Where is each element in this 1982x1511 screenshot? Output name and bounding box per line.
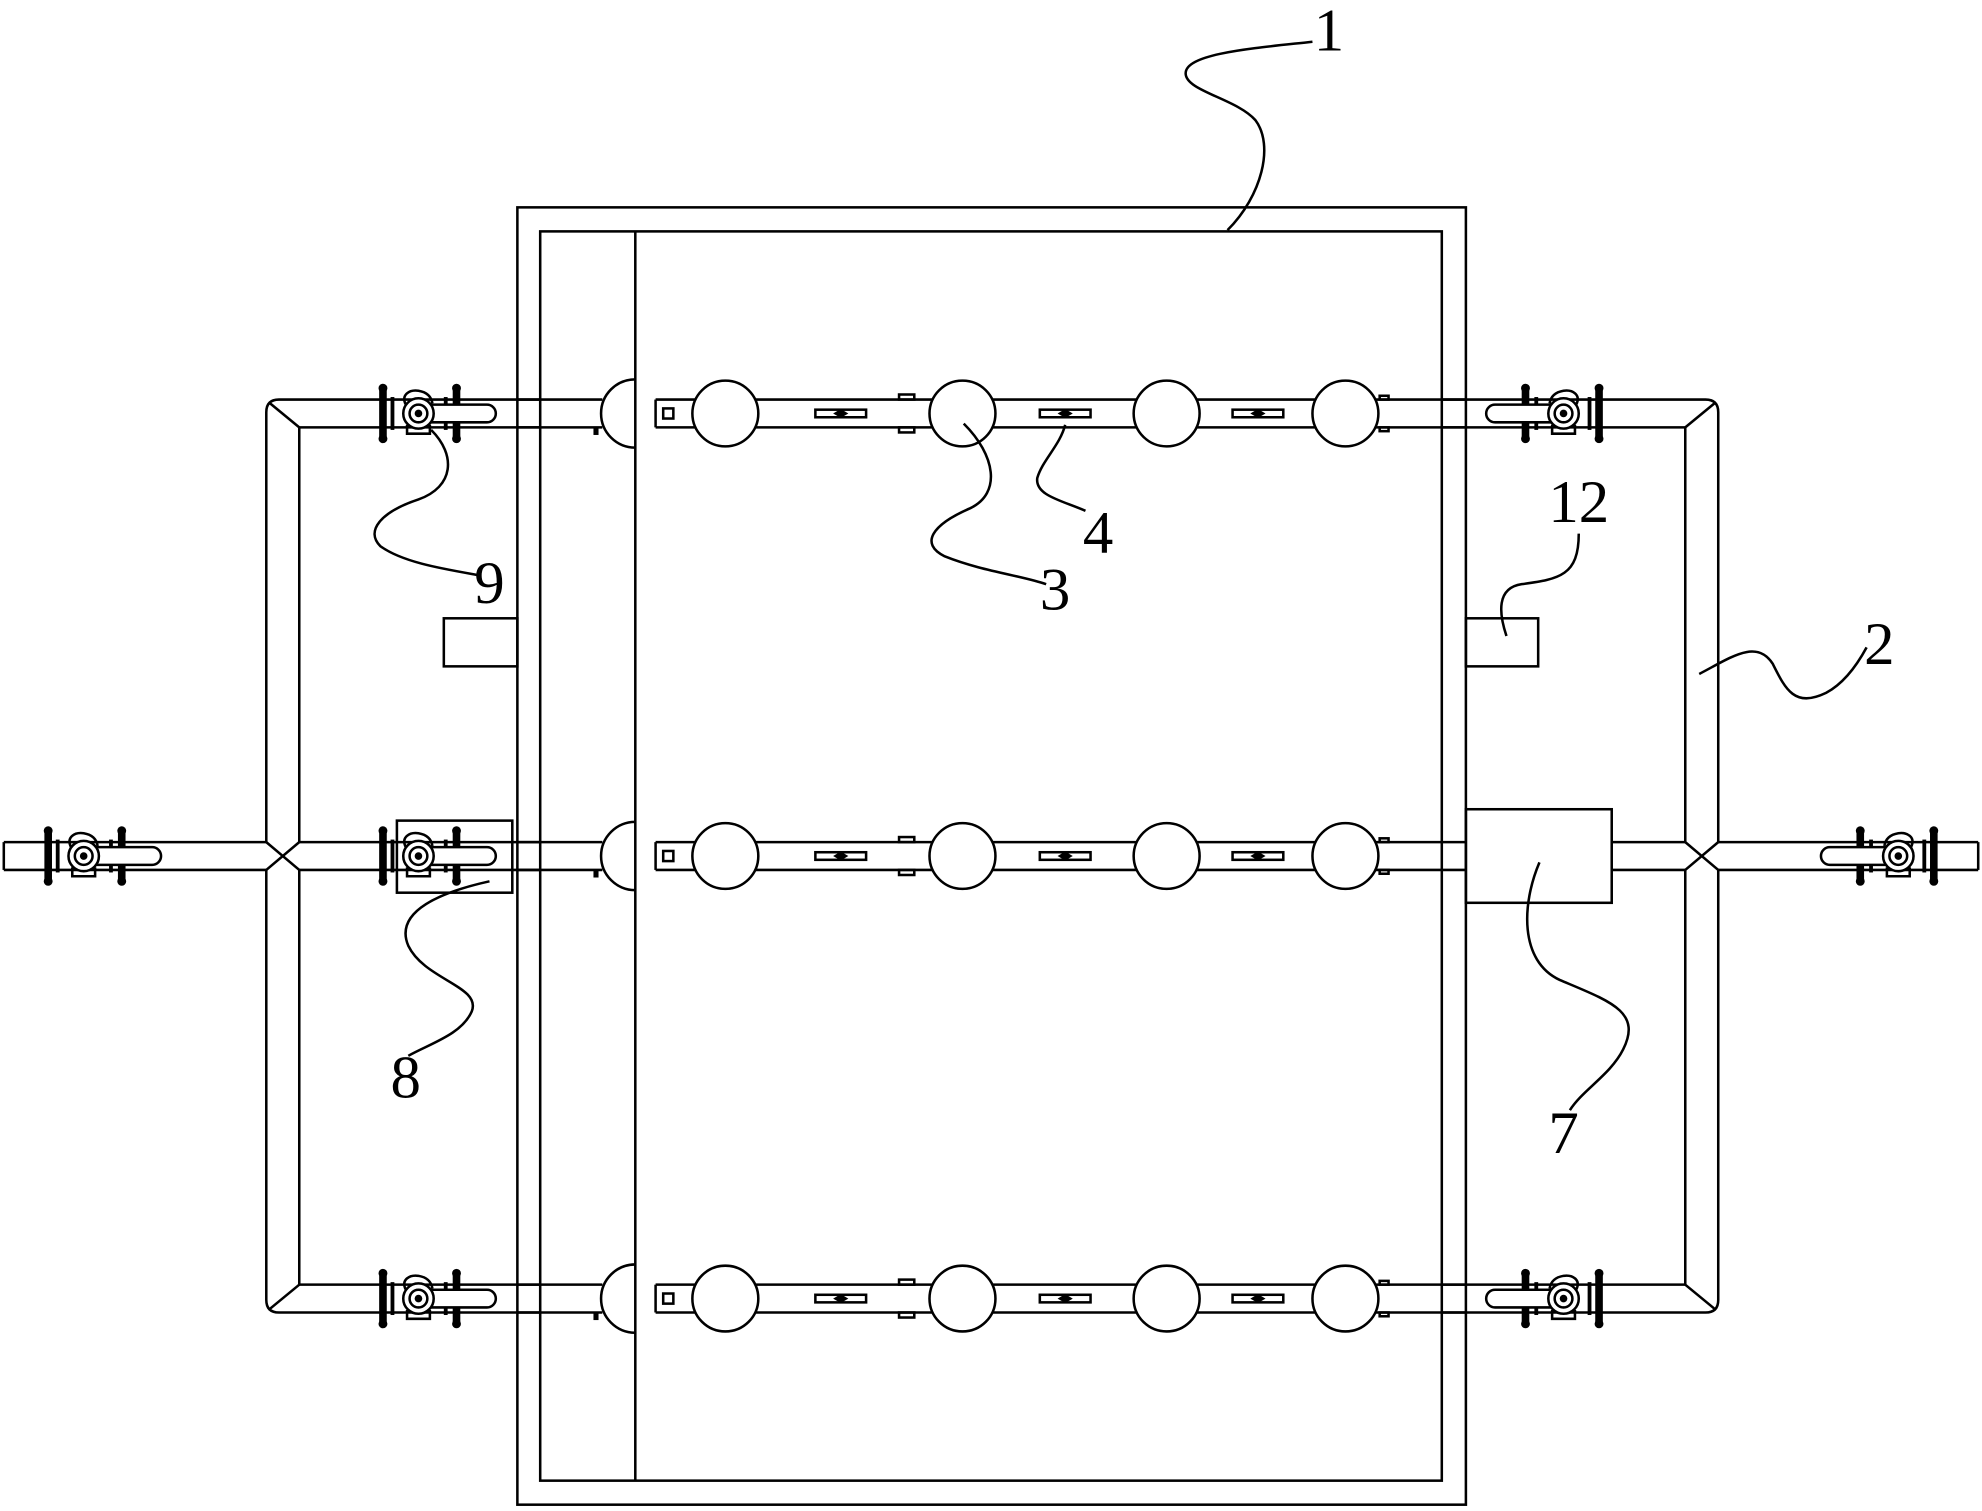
tee-cross	[1684, 841, 1720, 871]
leader-line-12	[1500, 533, 1581, 637]
tee-cross	[265, 841, 301, 871]
leader-line-1	[1184, 40, 1313, 232]
pipe-row-middle	[517, 822, 1466, 890]
pump-box-7	[1464, 807, 1613, 905]
elbow-miter	[269, 402, 301, 429]
elbow-miter	[1684, 1283, 1716, 1310]
bracket-block-12	[1464, 617, 1540, 668]
label-1: 1	[1314, 0, 1344, 65]
valve-left-top	[377, 382, 498, 445]
manifold-outer-wall	[265, 869, 541, 1314]
tank-frame	[516, 206, 1468, 1506]
valve-right-top	[1484, 382, 1605, 445]
pipe-row-bottom	[517, 1264, 1466, 1332]
manifold-outer-wall	[1441, 869, 1720, 1314]
valve-inlet	[42, 825, 163, 888]
leader-line-3	[930, 422, 1047, 586]
tank-inner-wall	[538, 230, 1444, 1482]
label-12: 12	[1548, 469, 1609, 536]
label-2: 2	[1864, 611, 1894, 678]
elbow-miter	[1684, 402, 1716, 429]
valve-left-bottom	[377, 1267, 498, 1330]
elbow-miter	[269, 1283, 301, 1310]
leader-line-7	[1526, 861, 1630, 1111]
manifold-outer-wall	[1441, 398, 1720, 843]
label-8: 8	[391, 1045, 421, 1112]
left-bracket-block	[442, 617, 519, 668]
pipe-row-top	[517, 379, 1466, 447]
manifold-inner-wall	[1441, 869, 1687, 1286]
leader-line-4	[1036, 424, 1086, 512]
leader-line-8	[404, 880, 490, 1057]
manifold-outer-wall	[265, 398, 541, 843]
label-7: 7	[1548, 1100, 1578, 1167]
reference-numerals: 1 2 3 4 7 8 9 12	[391, 0, 1895, 1167]
leader-line-9	[373, 429, 480, 577]
label-3: 3	[1040, 557, 1070, 624]
label-4: 4	[1083, 500, 1113, 567]
drawing	[2, 40, 1980, 1506]
tank-outer-wall	[516, 206, 1468, 1506]
leader-lines	[373, 40, 1868, 1111]
leader-line-2	[1698, 646, 1868, 700]
label-9: 9	[474, 550, 504, 617]
valve-right-bottom	[1484, 1267, 1605, 1330]
valve-outlet	[1819, 825, 1940, 888]
valve-housing-8	[395, 819, 514, 894]
